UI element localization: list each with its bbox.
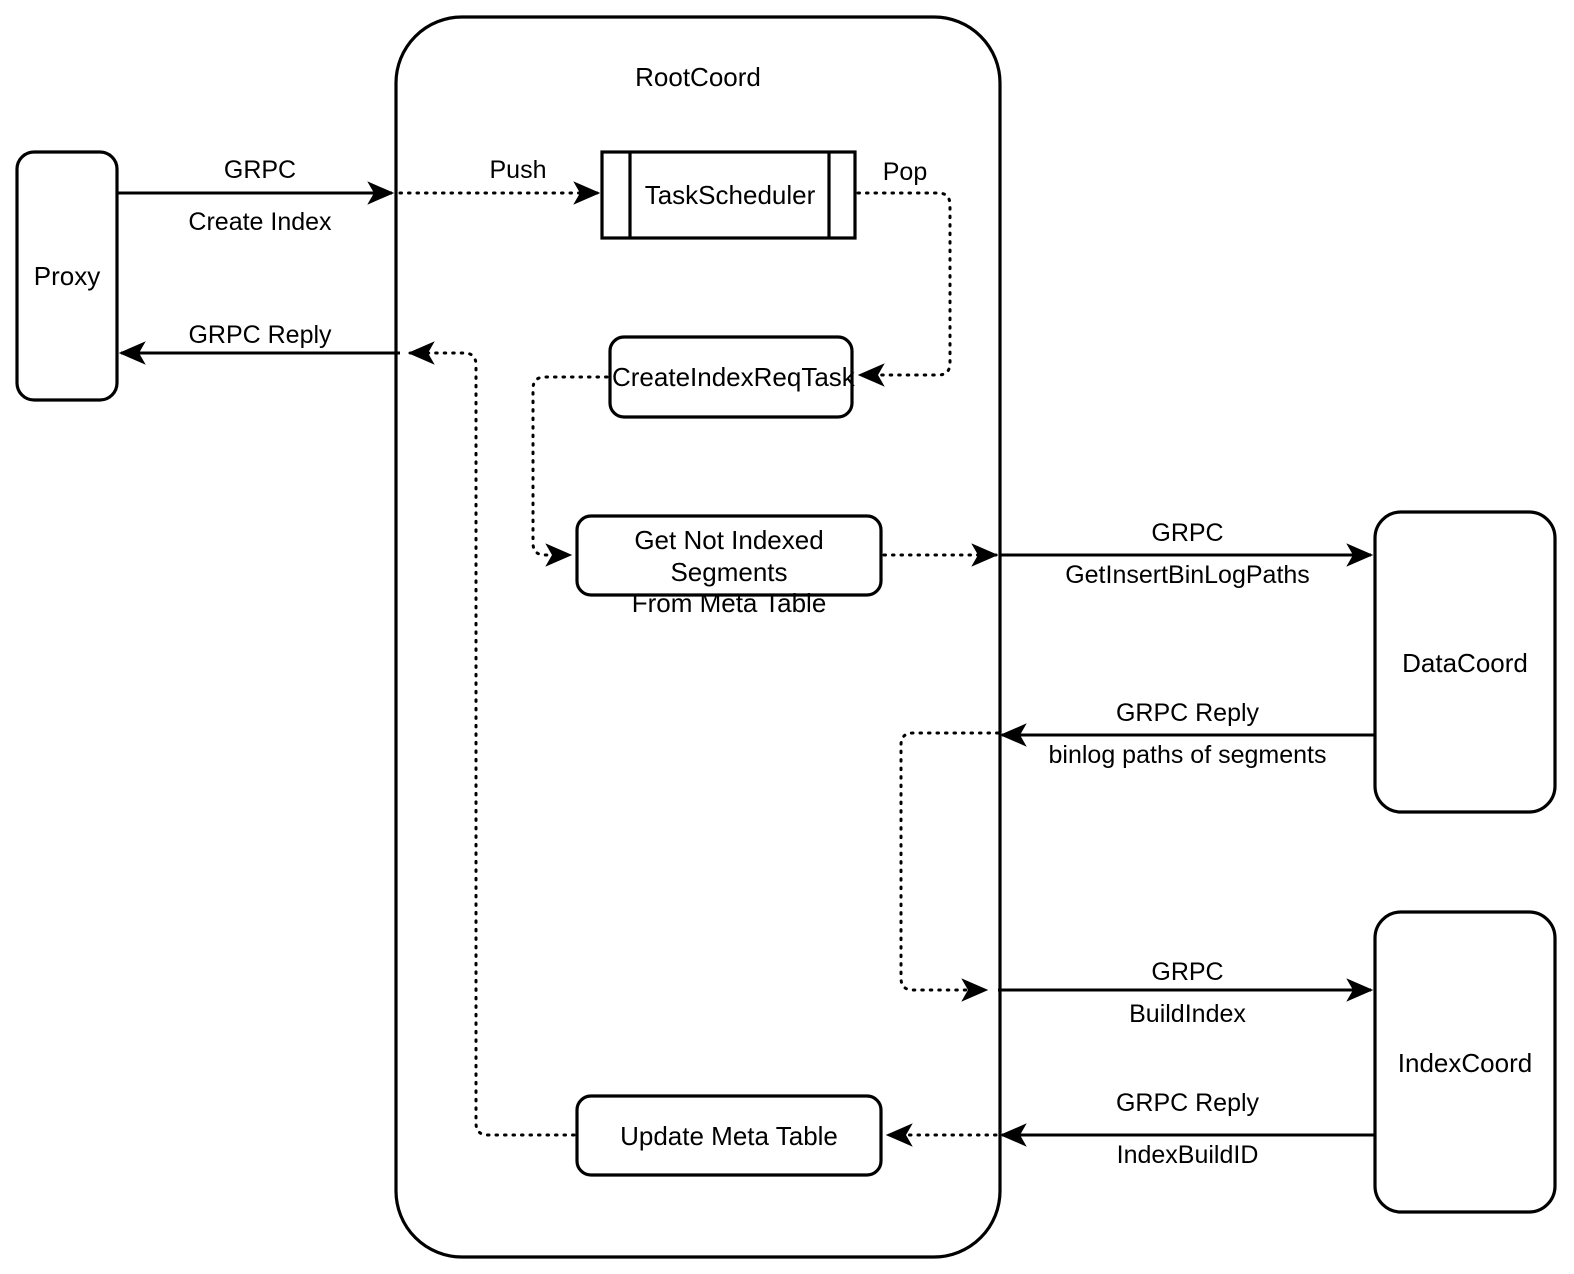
get-not-indexed-segments-box-shape[interactable] <box>575 514 883 597</box>
task-scheduler-box-shape[interactable] <box>600 150 857 240</box>
index-coord-box-shape[interactable] <box>1373 910 1557 1214</box>
update-meta-table-label: Update Meta Table <box>620 1121 838 1151</box>
edge-label-pop: Pop <box>882 158 928 186</box>
edge-label-push: Push <box>489 156 547 184</box>
edge-label-indexcoord-method: BuildIndex <box>1129 1000 1246 1028</box>
edge-label-indexcoord-reply: GRPC Reply <box>1115 1089 1260 1117</box>
edge-label-proxy-create-index: Create Index <box>188 208 332 236</box>
proxy-box-shape[interactable] <box>15 150 119 402</box>
proxy-label: Proxy <box>33 261 101 291</box>
create-index-req-task-label: CreateIndexReqTask <box>612 362 855 392</box>
create-index-req-task-box-shape[interactable] <box>608 335 854 419</box>
edge-label-indexcoord-reply-detail: IndexBuildID <box>1116 1141 1259 1169</box>
edge-label-datacoord-reply: GRPC Reply <box>1115 699 1260 727</box>
edge-label-datacoord-reply-detail: binlog paths of segments <box>1048 741 1327 769</box>
rootcoord-container-shape <box>394 15 1002 1259</box>
edge-label-datacoord-method: GetInsertBinLogPaths <box>1065 561 1310 589</box>
data-coord-label: DataCoord <box>1402 648 1528 678</box>
edge-label-grpc-reply-proxy: GRPC Reply <box>188 321 332 349</box>
task-scheduler-label: TaskScheduler <box>644 180 816 210</box>
index-coord-label: IndexCoord <box>1397 1048 1533 1078</box>
data-coord-box-shape[interactable] <box>1373 510 1557 814</box>
rootcoord-title: RootCoord <box>635 62 761 92</box>
update-meta-table-box-shape[interactable] <box>575 1094 883 1177</box>
edge-update-meta-table-to-grpc-reply <box>407 341 576 1137</box>
edge-label-datacoord-grpc: GRPC <box>1151 519 1224 547</box>
edge-label-proxy-grpc: GRPC <box>223 156 297 184</box>
edge-label-indexcoord-grpc: GRPC <box>1151 958 1224 986</box>
edge-pop-to-create-index-req-task <box>856 191 952 387</box>
get-not-indexed-segments-label: Get Not Indexed Segments From Meta Table <box>631 525 827 619</box>
edge-binlog-paths-to-buildindex <box>899 731 1000 1002</box>
edge-create-index-req-task-to-get-segments <box>531 375 609 567</box>
